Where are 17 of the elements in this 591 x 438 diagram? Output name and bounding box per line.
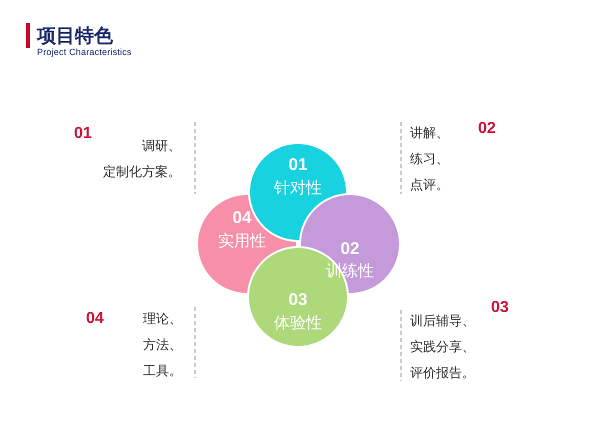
description-text: 调研、定制化方案。 bbox=[102, 137, 181, 181]
feature-name: 实用性 bbox=[218, 233, 266, 251]
subtitle-text: Project Characteristics bbox=[37, 47, 132, 57]
number-label: 03 bbox=[491, 299, 509, 316]
number-label: 02 bbox=[340, 240, 360, 258]
number-label: 01 bbox=[288, 156, 308, 174]
feature-name: 体验性 bbox=[274, 315, 322, 333]
number-label: 02 bbox=[478, 120, 496, 137]
feature-name: 针对性 bbox=[274, 180, 322, 198]
number-label: 03 bbox=[288, 291, 308, 309]
description-text: 理论、方法、工具。 bbox=[143, 310, 183, 380]
title-text: 项目特色 bbox=[37, 26, 113, 47]
description-text: 讲解、练习、点评。 bbox=[410, 124, 450, 194]
description-text: 训后辅导、实践分享、评价报告。 bbox=[410, 312, 476, 382]
number-label: 04 bbox=[86, 310, 104, 327]
number-label: 04 bbox=[232, 209, 252, 227]
number-label: 01 bbox=[74, 125, 92, 142]
